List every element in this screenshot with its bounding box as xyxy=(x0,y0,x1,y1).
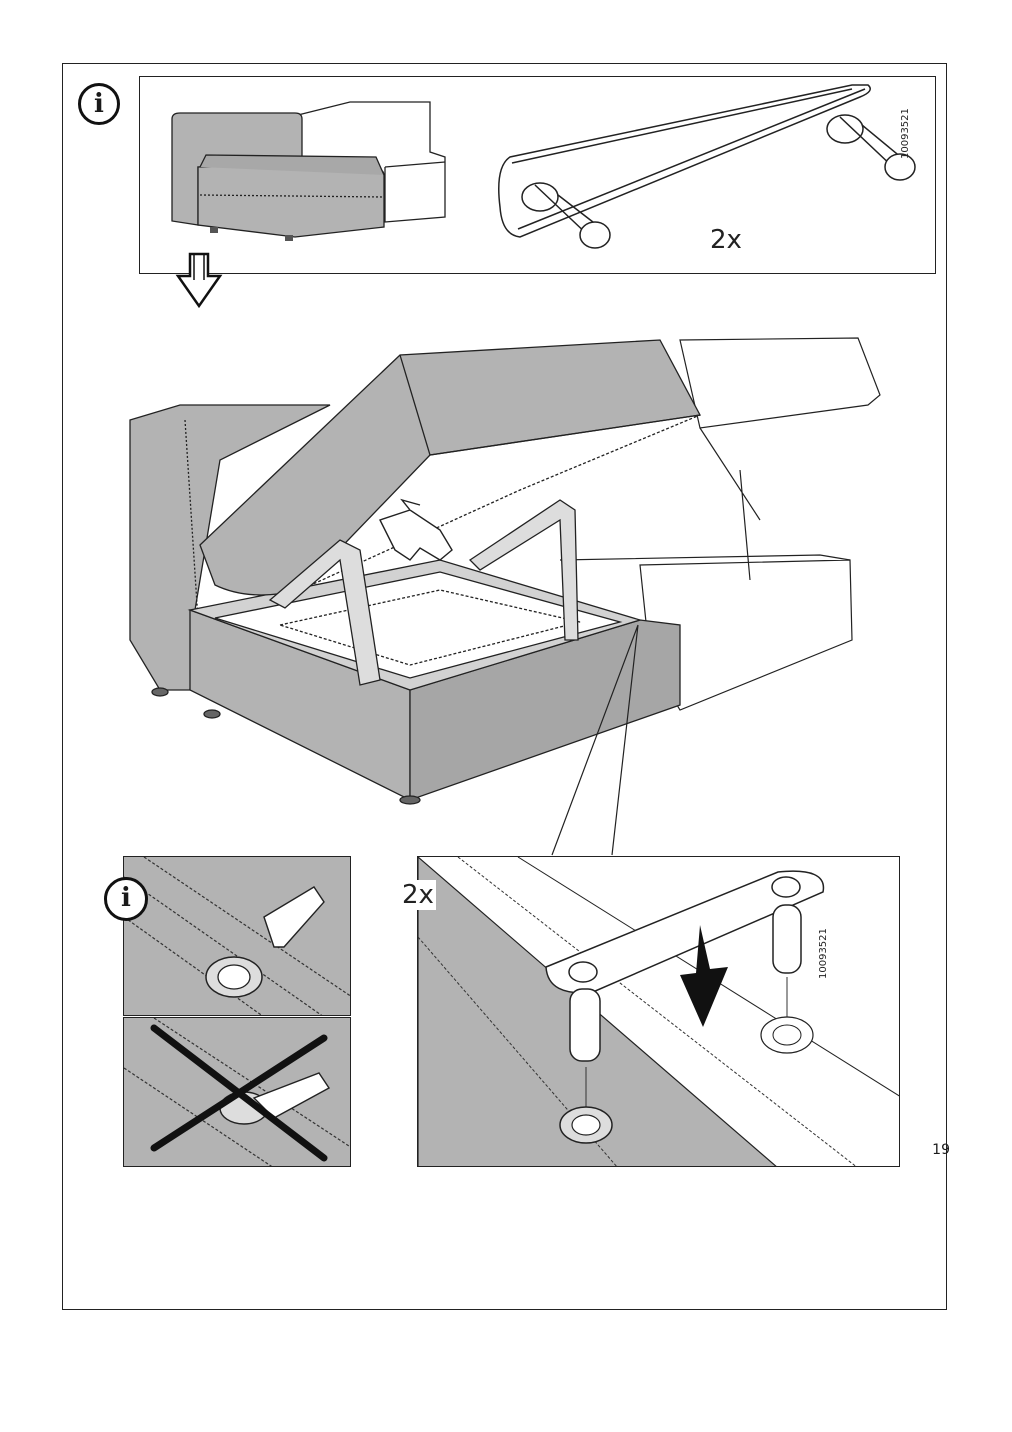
info-icon: i xyxy=(104,877,148,921)
down-arrow-icon xyxy=(680,925,728,1027)
hand-press-icon xyxy=(379,498,453,561)
quantity-label: 2x xyxy=(400,880,436,910)
info-box: 2x 10093521 xyxy=(139,76,936,274)
quantity-label: 2x xyxy=(710,225,742,255)
cross-wrong-icon xyxy=(150,1024,328,1162)
connector-bracket xyxy=(545,870,825,1062)
page-number: 19 xyxy=(932,1142,950,1158)
connector-bracket-illustration xyxy=(498,84,916,249)
detail-panel-wrong xyxy=(123,1017,351,1167)
detail-panel-insert-bracket: 10093521 xyxy=(417,856,900,1167)
info-icon: i xyxy=(78,83,120,125)
down-arrow-icon xyxy=(175,252,223,309)
part-number: 10093521 xyxy=(818,928,829,979)
sofa-module-gray xyxy=(171,112,385,238)
hand-press-icon xyxy=(263,886,325,948)
info-illustration xyxy=(171,84,916,249)
gray-module xyxy=(129,339,702,805)
white-module xyxy=(559,337,881,711)
detail-panel-correct xyxy=(123,856,351,1016)
instruction-step-frame xyxy=(62,63,947,1310)
callout-lines xyxy=(551,624,639,856)
